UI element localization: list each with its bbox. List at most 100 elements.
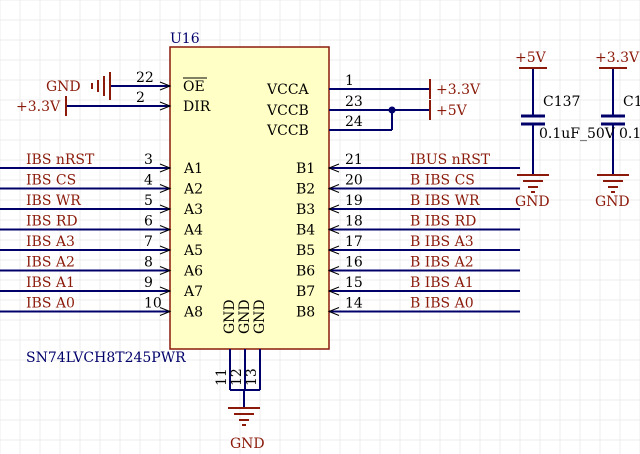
- pin-name: GND: [237, 299, 253, 334]
- pin-number: 8: [144, 255, 153, 271]
- net-label-a3: IBS WR: [26, 193, 81, 209]
- pin-arrow: [159, 266, 172, 275]
- pins: [159, 81, 340, 316]
- net-label-b7: B IBS A1: [410, 275, 474, 291]
- cap-power-label: +3.3V: [595, 50, 640, 66]
- net-label-b4: B IBS RD: [410, 214, 476, 230]
- cap-designator: C1: [623, 94, 640, 110]
- cap-designator: C137: [543, 94, 580, 110]
- pin-number: 22: [136, 70, 154, 86]
- net-label-b8: B IBS A0: [410, 296, 474, 312]
- pin-number: 18: [345, 214, 363, 230]
- pin-arrow: [159, 184, 172, 193]
- pin-name: B7: [296, 284, 315, 300]
- pin-number: 5: [144, 193, 153, 209]
- pin-name: B5: [296, 243, 315, 259]
- net-label-a2: IBS CS: [26, 173, 76, 189]
- pin-arrow: [327, 245, 340, 255]
- pin-name: A1: [183, 161, 203, 177]
- pin-arrow: [159, 307, 172, 316]
- pin-arrow: [327, 225, 340, 234]
- pin-number: 4: [144, 173, 153, 189]
- pin-arrow: [159, 225, 172, 234]
- net-label-gnd: GND: [230, 436, 265, 452]
- pin-name: B4: [296, 223, 315, 239]
- pin-number: 20: [345, 173, 363, 189]
- net-label-a1: IBS nRST: [26, 152, 95, 168]
- pin-name: B6: [296, 264, 315, 280]
- pin-name: A7: [183, 284, 203, 300]
- pin-number: 24: [345, 114, 363, 130]
- pin-name: B8: [296, 305, 315, 321]
- pin-arrow: [159, 245, 172, 255]
- pin-name: GND: [222, 299, 238, 334]
- pin-number: 1: [345, 73, 354, 89]
- pin-name: VCCB: [266, 123, 309, 139]
- cap-ground-label: GND: [515, 194, 550, 210]
- net-label-b1: IBUS nRST: [410, 152, 491, 168]
- pin-number: 9: [144, 275, 153, 291]
- pin-number: 16: [345, 255, 363, 271]
- pin-number: 23: [345, 94, 363, 110]
- pin-number: 13: [244, 368, 260, 386]
- pin-arrow: [327, 184, 340, 193]
- pin-number: 12: [229, 368, 245, 386]
- ic-body[interactable]: [169, 46, 330, 350]
- cap-value: 0.1: [619, 126, 640, 142]
- pin-number: 3: [144, 152, 153, 168]
- pin-arrow: [159, 163, 172, 173]
- chip-part-number: SN74LVCH8T245PWR: [26, 350, 186, 366]
- pin-name: B1: [296, 161, 315, 177]
- pin-name: OE: [183, 79, 205, 95]
- net-label-a5: IBS A3: [26, 234, 75, 250]
- pin-name: A6: [183, 264, 203, 280]
- pin-arrow: [159, 101, 172, 111]
- pin-number: 2: [136, 90, 145, 106]
- chip-designator: U16: [170, 31, 200, 47]
- pin-arrow: [327, 286, 340, 296]
- pin-name: VCCA: [266, 82, 310, 98]
- wires: [0, 68, 614, 408]
- net-label-dir: +3.3V: [16, 99, 61, 115]
- pin-name: A5: [183, 243, 203, 259]
- net-label-a7: IBS A1: [26, 275, 75, 291]
- pin-number: 17: [345, 234, 363, 250]
- pin-name: A3: [183, 202, 203, 218]
- net-label-b6: B IBS A2: [410, 255, 474, 271]
- net-label-a8: IBS A0: [26, 296, 75, 312]
- pin-name: GND: [252, 299, 268, 334]
- pin-number: 6: [144, 214, 153, 230]
- pin-name: B2: [296, 182, 315, 198]
- pin-number: 19: [345, 193, 363, 209]
- pin-arrow: [327, 266, 340, 275]
- net-label-b3: B IBS WR: [410, 193, 480, 209]
- net-label-oe: GND: [46, 79, 81, 95]
- pin-arrow: [327, 307, 340, 316]
- pin-arrow: [159, 286, 172, 296]
- pin-number: 15: [345, 275, 363, 291]
- net-label-a4: IBS RD: [26, 214, 78, 230]
- pin-number: 11: [214, 368, 230, 386]
- pin-name: A4: [183, 223, 203, 239]
- pin-number: 10: [144, 296, 162, 312]
- power-symbols: [65, 67, 629, 426]
- pin-number: 21: [345, 152, 363, 168]
- pin-arrow: [327, 204, 340, 214]
- pin-arrow: [159, 81, 172, 91]
- pin-number: 14: [345, 296, 363, 312]
- cap-value: 0.1uF_50V: [539, 126, 616, 142]
- pin-name: DIR: [183, 99, 211, 115]
- pin-number: 7: [144, 234, 153, 250]
- net-label-supply: +3.3V: [436, 82, 481, 98]
- pin-arrow: [159, 204, 172, 214]
- net-label-supply: +5V: [436, 103, 468, 119]
- pin-name: VCCB: [266, 103, 309, 119]
- pin-arrow: [327, 163, 340, 173]
- net-label-a6: IBS A2: [26, 255, 75, 271]
- net-label-b2: B IBS CS: [410, 173, 475, 189]
- pin-name: A2: [183, 182, 203, 198]
- cap-ground-label: GND: [595, 194, 630, 210]
- pin-name: A8: [183, 305, 203, 321]
